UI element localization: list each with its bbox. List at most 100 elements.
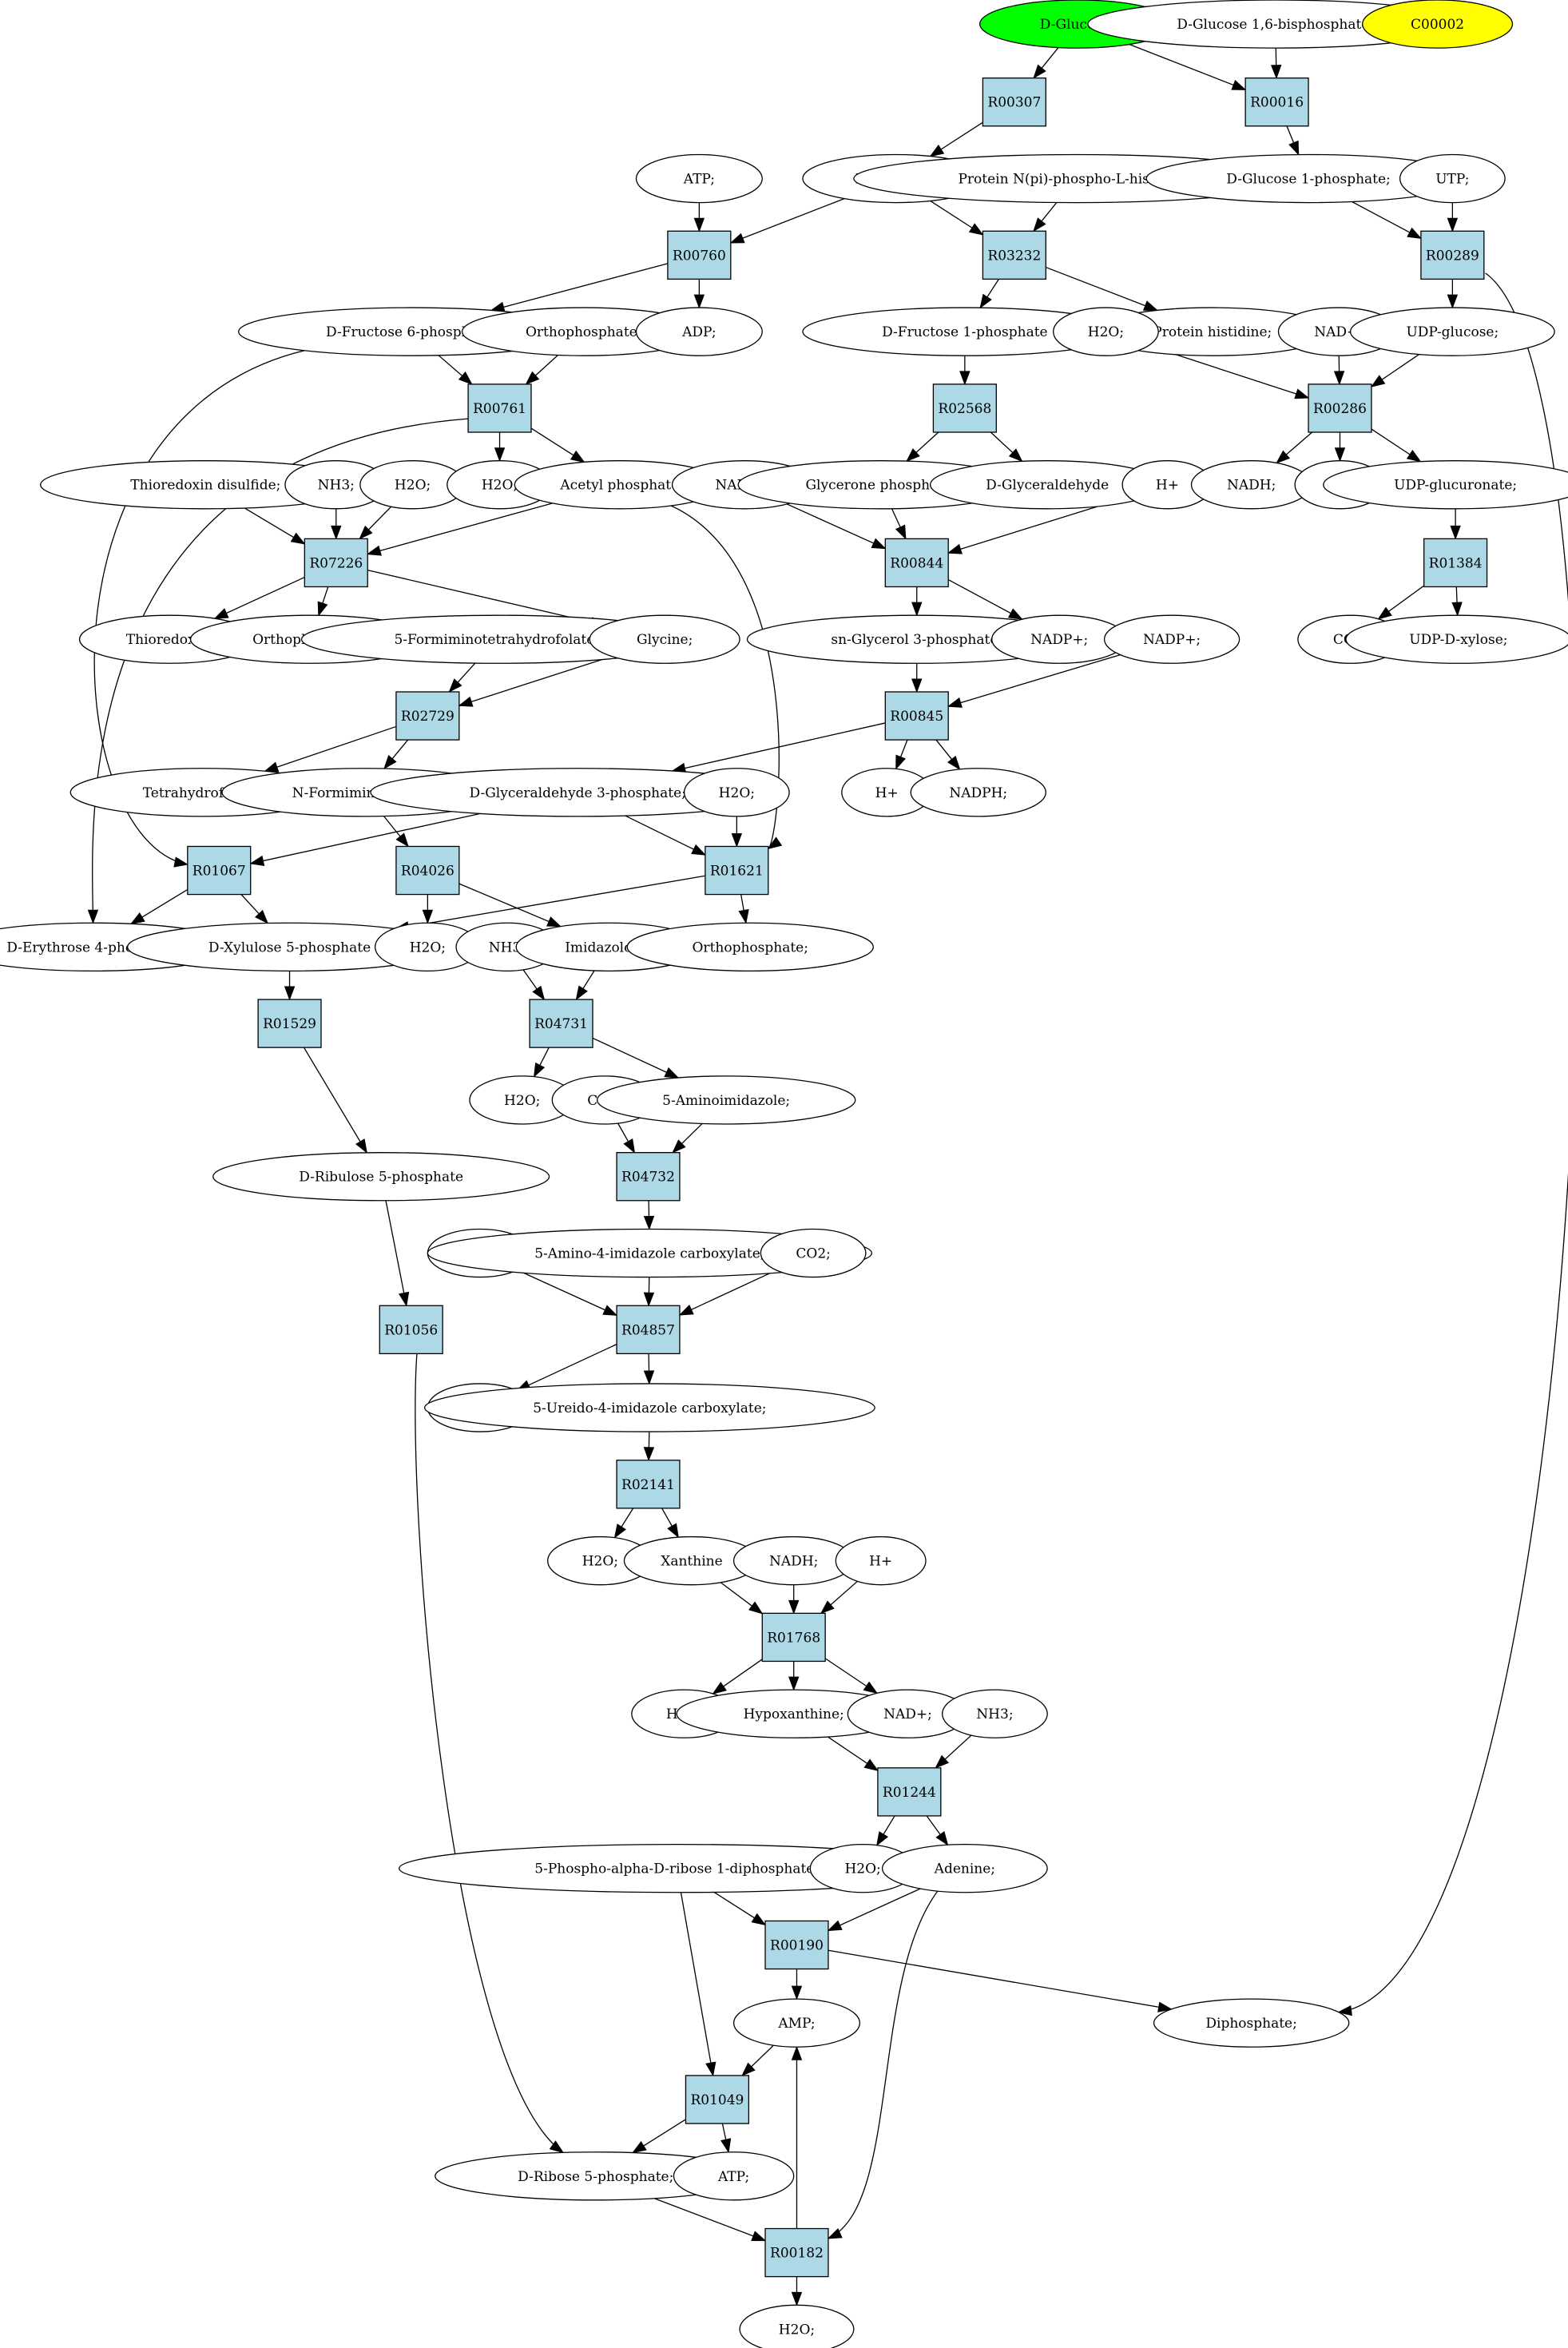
reaction-R00307[interactable]: R00307 (982, 77, 1046, 127)
reaction-R04857[interactable]: R04857 (616, 1305, 681, 1355)
compound-xanth[interactable]: Xanthine (623, 1536, 760, 1586)
arrowhead (1294, 388, 1310, 399)
reaction-R00182[interactable]: R00182 (764, 2227, 829, 2278)
arrowhead (911, 678, 923, 693)
compound-nadh_b[interactable]: NADH; (732, 1536, 855, 1586)
reaction-R04026[interactable]: R04026 (395, 845, 460, 896)
reaction-R02729[interactable]: R02729 (395, 691, 460, 741)
compound-thiodis[interactable]: Thioredoxin disulfide; (40, 460, 371, 510)
reaction-box (1420, 230, 1485, 280)
reaction-label: R01529 (263, 1016, 316, 1032)
reaction-box (616, 1152, 681, 1202)
compound-diphos[interactable]: Diphosphate; (1153, 1998, 1350, 2048)
reaction-R00289[interactable]: R00289 (1420, 230, 1485, 280)
compound-nadpp_b[interactable]: NADP+; (1103, 614, 1241, 664)
reaction-R00760[interactable]: R00760 (667, 230, 732, 280)
compound-shape (673, 2151, 795, 2201)
reaction-R00845[interactable]: R00845 (884, 691, 949, 741)
compound-h2o_k[interactable]: H2O; (739, 2304, 855, 2348)
compound-label: 5-Formiminotetrahydrofolate; (394, 632, 599, 648)
compound-label: Adenine; (934, 1861, 995, 1877)
compound-fthf[interactable]: 5-Formiminotetrahydrofolate; (300, 614, 693, 664)
reaction-R01244[interactable]: R01244 (877, 1767, 942, 1817)
edge-R00016-g1p (1286, 125, 1300, 156)
compound-prpp[interactable]: 5-Phospho-alpha-D-ribose 1-diphosphate; (399, 1843, 955, 1893)
compound-udpglcua[interactable]: UDP-glucuronate; (1323, 460, 1568, 510)
reaction-R00844[interactable]: R00844 (884, 538, 949, 588)
compound-g1p[interactable]: D-Glucose 1-phosphate; (1145, 153, 1471, 204)
arrowhead (1276, 450, 1291, 464)
reaction-R02568[interactable]: R02568 (932, 383, 997, 433)
compound-aic[interactable]: 5-Amino-4-imidazole carboxylate; (427, 1228, 873, 1278)
compound-h2o_b[interactable]: H2O; (359, 460, 466, 510)
reaction-R00286[interactable]: R00286 (1308, 383, 1372, 433)
compound-h2o_h[interactable]: H2O; (546, 1536, 653, 1586)
arrowhead (791, 2291, 803, 2306)
compound-x5p[interactable]: D-Xylulose 5-phosphate (127, 922, 453, 972)
reaction-R01067[interactable]: R01067 (187, 845, 252, 896)
compound-shape (635, 153, 763, 204)
compound-ru5p[interactable]: D-Ribulose 5-phosphate (212, 1152, 550, 1202)
reaction-R00190[interactable]: R00190 (764, 1920, 829, 1970)
reaction-R02141[interactable]: R02141 (616, 1460, 681, 1509)
reaction-R04731[interactable]: R04731 (529, 999, 593, 1048)
arrowhead (575, 985, 588, 1001)
reaction-R00761[interactable]: R00761 (467, 383, 532, 433)
compound-label: Glycerone phosphate; (805, 478, 955, 494)
reaction-R00016[interactable]: R00016 (1244, 77, 1309, 127)
reaction-label: R01621 (710, 864, 764, 880)
reaction-R01056[interactable]: R01056 (379, 1305, 443, 1355)
edge-R07226-ortho_b (317, 586, 329, 617)
edge-R02568-dga (990, 431, 1023, 463)
compound-label: 5-Phospho-alpha-D-ribose 1-diphosphate; (534, 1861, 819, 1877)
compound-h2o_e[interactable]: H2O; (374, 922, 481, 972)
reaction-R01529[interactable]: R01529 (257, 999, 322, 1048)
compound-utp[interactable]: UTP; (1399, 153, 1506, 204)
compound-ortho_c[interactable]: Orthophosphate; (626, 922, 874, 972)
compound-co2_c[interactable]: CO2; (760, 1228, 867, 1278)
compound-c00002[interactable]: C00002 (1362, 0, 1514, 49)
compound-label: sn-Glycerol 3-phosphate; (831, 632, 1002, 648)
compound-atp_b[interactable]: ATP; (673, 2151, 795, 2201)
compound-shape (1323, 460, 1568, 510)
compound-uic[interactable]: 5-Ureido-4-imidazole carboxylate; (423, 1383, 875, 1432)
reaction-R01768[interactable]: R01768 (761, 1612, 826, 1663)
compound-atp_a[interactable]: ATP; (635, 153, 763, 204)
compound-udpxyl[interactable]: UDP-D-xylose; (1345, 614, 1568, 664)
compound-prothis[interactable]: Protein histidine; (1091, 307, 1333, 356)
compound-hypox[interactable]: Hypoxanthine; (676, 1689, 911, 1738)
compound-hplus_a[interactable]: H+ (1121, 460, 1213, 510)
compound-h2o_a[interactable]: H2O; (1053, 307, 1159, 356)
reaction-R01049[interactable]: R01049 (685, 2075, 750, 2124)
compound-h2o_d[interactable]: H2O; (683, 768, 790, 817)
compound-adenine[interactable]: Adenine; (881, 1843, 1048, 1893)
arrowhead (643, 1292, 655, 1307)
compound-udpglc[interactable]: UDP-glucose; (1349, 307, 1555, 356)
compound-f1p[interactable]: D-Fructose 1-phosphate (802, 307, 1128, 356)
reaction-R01621[interactable]: R01621 (705, 845, 769, 896)
reaction-R04732[interactable]: R04732 (616, 1152, 681, 1202)
compound-adp[interactable]: ADP; (635, 307, 763, 356)
compound-nh3_d[interactable]: NH3; (942, 1689, 1048, 1738)
reaction-R01384[interactable]: R01384 (1423, 538, 1488, 588)
compound-nadh_a[interactable]: NADH; (1190, 460, 1312, 510)
compound-r5p[interactable]: D-Ribose 5-phosphate; (435, 2151, 757, 2201)
compound-nadph_b[interactable]: NADPH; (910, 768, 1046, 817)
compound-aimid[interactable]: 5-Aminoimidazole; (596, 1075, 856, 1125)
reaction-R07226[interactable]: R07226 (304, 538, 368, 588)
compound-amp[interactable]: AMP; (732, 1998, 861, 2048)
arrowhead (1407, 227, 1423, 240)
compound-nadp_b[interactable]: NAD+; (847, 1689, 969, 1738)
arrowhead (959, 371, 971, 386)
compound-hplus_d[interactable]: H+ (835, 1536, 927, 1586)
compound-label: D-Ribulose 5-phosphate (299, 1170, 463, 1186)
reaction-R03232[interactable]: R03232 (982, 230, 1046, 280)
compound-label: NADP+; (1030, 632, 1088, 648)
compound-label: Hypoxanthine; (744, 1706, 844, 1722)
edge-R01067-x5p (240, 894, 269, 924)
arrowhead (871, 538, 887, 550)
compound-glycine[interactable]: Glycine; (589, 614, 740, 664)
compound-shape (1103, 614, 1241, 664)
compound-hplus_c[interactable]: H+ (841, 768, 933, 817)
